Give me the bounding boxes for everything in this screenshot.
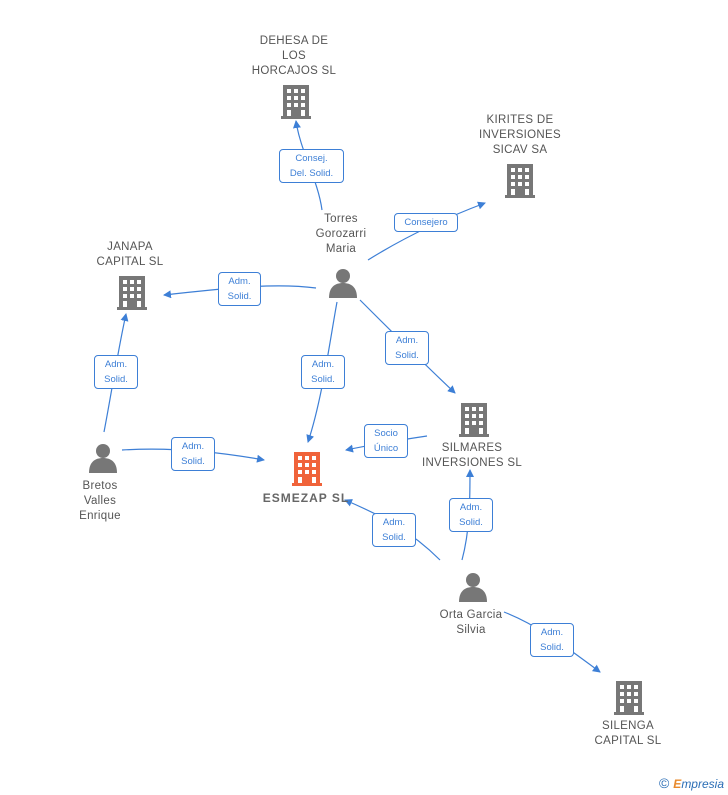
edge-label-bretos-janapa: Adm. Solid. [94, 355, 138, 389]
edge-label-bretos-esmezap: Adm. Solid. [171, 437, 215, 471]
janapa-label[interactable]: JANAPA CAPITAL SL [96, 241, 164, 268]
edge-label-orta-silmares: Adm. Solid. [449, 498, 493, 532]
dehesa-building-icon[interactable] [281, 85, 311, 119]
kirites-label[interactable]: KIRITES DE INVERSIONES SICAV SA [479, 114, 561, 156]
orta-label[interactable]: Orta Garcia Silvia [439, 609, 503, 636]
torres-person-icon[interactable] [329, 269, 357, 298]
edge-label-torres-esmezap: Adm. Solid. [301, 355, 345, 389]
esmezap-building-icon[interactable] [292, 452, 322, 486]
copyright-icon: © [658, 775, 670, 791]
bretos-label[interactable]: Bretos Valles Enrique [79, 480, 121, 522]
dehesa-label[interactable]: DEHESA DE LOS HORCAJOS SL [251, 35, 337, 77]
silmares-label[interactable]: SILMARES INVERSIONES SL [421, 442, 523, 469]
silenga-label[interactable]: SILENGA CAPITAL SL [594, 720, 662, 747]
janapa-building-icon[interactable] [117, 276, 147, 310]
silenga-building-icon[interactable] [614, 681, 644, 715]
edge-label-torres-janapa: Adm. Solid. [218, 272, 261, 306]
silmares-building-icon[interactable] [459, 403, 489, 437]
brand-name: mpresia [681, 777, 724, 791]
edge-label-orta-silenga: Adm. Solid. [530, 623, 574, 657]
esmezap-label[interactable]: ESMEZAP SL [262, 491, 350, 505]
edge-label-silmares-esmezap: Socio Único [364, 424, 408, 458]
edge-label-torres-kirites: Consejero [394, 213, 458, 232]
edge-label-torres-silmares: Adm. Solid. [385, 331, 429, 365]
orta-person-icon[interactable] [459, 573, 487, 602]
edge-label-orta-esmezap: Adm. Solid. [372, 513, 416, 547]
edge-label-torres-dehesa: Consej. Del. Solid. [279, 149, 344, 183]
brand-logo-e: E [673, 777, 682, 791]
bretos-person-icon[interactable] [89, 444, 117, 473]
footer-brand: ©Empresia [659, 775, 724, 791]
kirites-building-icon[interactable] [505, 164, 535, 198]
torres-label[interactable]: Torres Gorozarri Maria [315, 213, 367, 255]
